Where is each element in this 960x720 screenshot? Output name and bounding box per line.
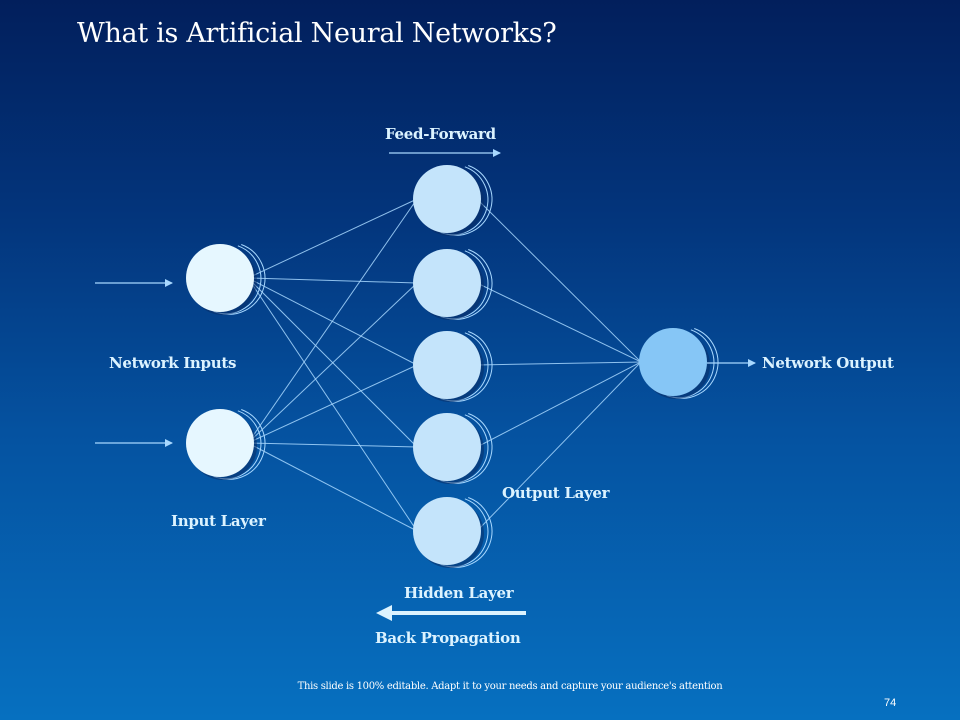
node-ring [419,410,493,484]
network-output-label: Network Output [762,354,894,372]
connection-hidden-2-to-output-1 [476,282,642,363]
slide-title: What is Artificial Neural Networks? [77,18,557,49]
connection-input-2-to-hidden-4 [247,442,418,448]
connection-input-1-to-hidden-1 [247,198,418,279]
connection-input-2-to-hidden-2 [247,282,418,444]
hidden-node-1 [413,162,493,236]
network-inputs-label: Network Inputs [109,354,237,372]
feed-forward-label: Feed-Forward [385,125,496,143]
node-ring [419,328,493,402]
input-node-1 [186,241,266,315]
input-layer-label: Input Layer [171,512,266,530]
nodes-group [186,162,719,568]
node-ring [192,241,266,315]
back-propagation-arrowhead [376,605,392,621]
hidden-node-circle [413,165,481,233]
back-propagation-label: Back Propagation [375,629,521,647]
hidden-layer-label: Hidden Layer [404,584,514,602]
node-ring [419,246,493,320]
connection-input-2-to-hidden-1 [247,198,418,444]
connection-input-2-to-hidden-5 [247,442,418,532]
connection-hidden-1-to-output-1 [476,198,642,363]
input-node-circle [186,244,254,312]
hidden-node-circle [413,249,481,317]
hidden-node-5 [413,494,493,568]
output-node-circle [639,328,707,396]
hidden-node-2 [413,246,493,320]
node-ring [419,494,493,568]
input-node-circle [186,409,254,477]
connection-input-1-to-hidden-2 [247,277,418,284]
connection-input-2-to-hidden-3 [247,364,418,444]
output-node-1 [639,325,719,399]
node-ring [192,406,266,480]
connections-group [247,198,642,532]
connection-hidden-4-to-output-1 [476,361,642,448]
connection-hidden-3-to-output-1 [476,361,642,366]
output-layer-label: Output Layer [502,484,610,502]
node-ring [645,325,719,399]
footer-note: This slide is 100% editable. Adapt it to… [297,681,723,692]
hidden-node-circle [413,413,481,481]
hidden-node-4 [413,410,493,484]
page-number: 74 [884,697,897,709]
hidden-node-circle [413,331,481,399]
input-node-2 [186,406,266,480]
connection-hidden-5-to-output-1 [476,361,642,532]
node-ring [419,162,493,236]
hidden-node-3 [413,328,493,402]
hidden-node-circle [413,497,481,565]
